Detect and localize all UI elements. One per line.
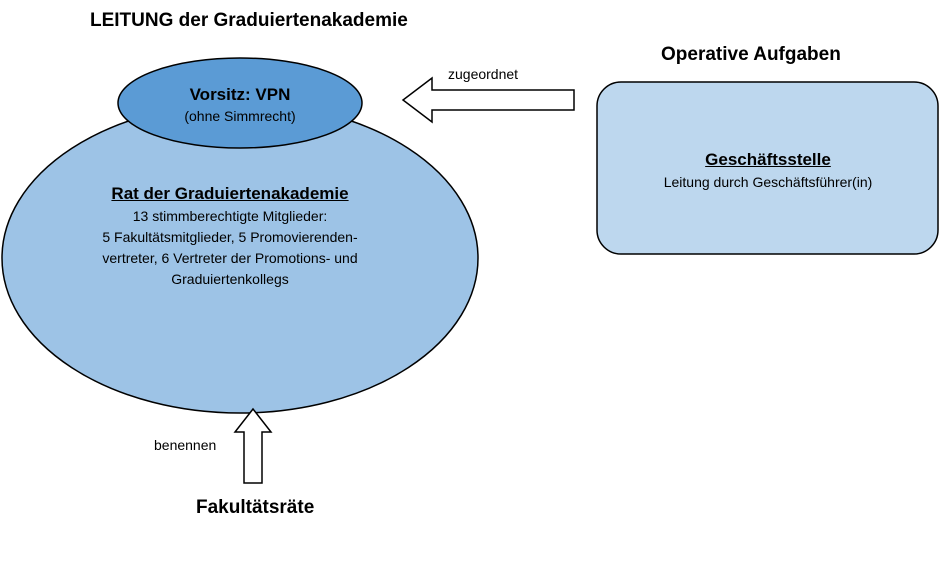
leitung-heading: LEITUNG der Graduiertenakademie bbox=[90, 10, 408, 31]
rat-line: 5 Fakultätsmitglieder, 5 Promovierenden- bbox=[102, 229, 358, 245]
vorsitz-block: Vorsitz: VPN (ohne Simmrecht) bbox=[120, 84, 360, 126]
zugeordnet-arrow bbox=[401, 76, 575, 124]
rat-block: Rat der Graduiertenakademie 13 stimmbere… bbox=[30, 182, 430, 290]
geschaeftsstelle-text: Leitung durch Geschäftsführer(in) bbox=[663, 174, 873, 190]
zugeordnet-label: zugeordnet bbox=[448, 66, 519, 82]
benennen-label: benennen bbox=[154, 437, 217, 453]
geschaeftsstelle-box bbox=[596, 81, 939, 255]
vorsitz-ellipse bbox=[117, 57, 363, 149]
vorsitz-subtitle: (ohne Simmrecht) bbox=[184, 108, 296, 124]
rat-line: Graduiertenkollegs bbox=[171, 271, 289, 287]
rat-title: Rat der Graduiertenakademie bbox=[111, 184, 349, 203]
geschaeftsstelle-block: Geschäftsstelle Leitung durch Geschäftsf… bbox=[598, 148, 938, 192]
geschaeftsstelle-title: Geschäftsstelle bbox=[705, 150, 831, 169]
rat-line: vertreter, 6 Vertreter der Promotions- u… bbox=[102, 250, 358, 266]
fakultaetsraete-heading: Fakultätsräte bbox=[196, 497, 315, 518]
vorsitz-title: Vorsitz: VPN bbox=[189, 85, 291, 104]
operative-heading: Operative Aufgaben bbox=[661, 44, 841, 65]
rat-description: 13 stimmberechtigte Mitglieder: 5 Fakult… bbox=[30, 206, 430, 290]
rat-line: 13 stimmberechtigte Mitglieder: bbox=[132, 208, 328, 224]
benennen-arrow bbox=[233, 407, 273, 484]
